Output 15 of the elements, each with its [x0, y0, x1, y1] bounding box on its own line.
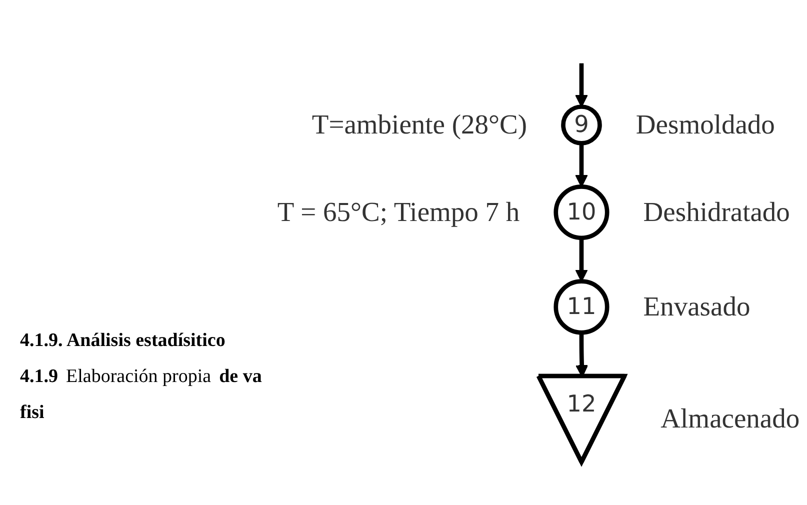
condition-text: T = 65°C; Tiempo 7 h	[277, 196, 520, 227]
node-circle: 11	[554, 279, 610, 335]
step-label: Desmoldado	[636, 108, 775, 140]
step-label: Almacenado	[660, 402, 800, 434]
note-text: de va	[219, 366, 262, 388]
node-circle: 9	[561, 104, 602, 146]
note-text: fisi	[20, 402, 44, 424]
note-text: Elaboración propia	[66, 366, 212, 388]
condition-text: T=ambiente (28°C)	[312, 108, 528, 140]
note-text: 4.1.9	[20, 366, 58, 388]
note-text: 4.1.9. Análisis estadísitico	[20, 330, 226, 352]
arrow	[575, 238, 588, 282]
node-circle: 10	[554, 184, 610, 240]
step-label: Deshidratado	[643, 196, 790, 227]
step-label: Envasado	[643, 290, 750, 322]
